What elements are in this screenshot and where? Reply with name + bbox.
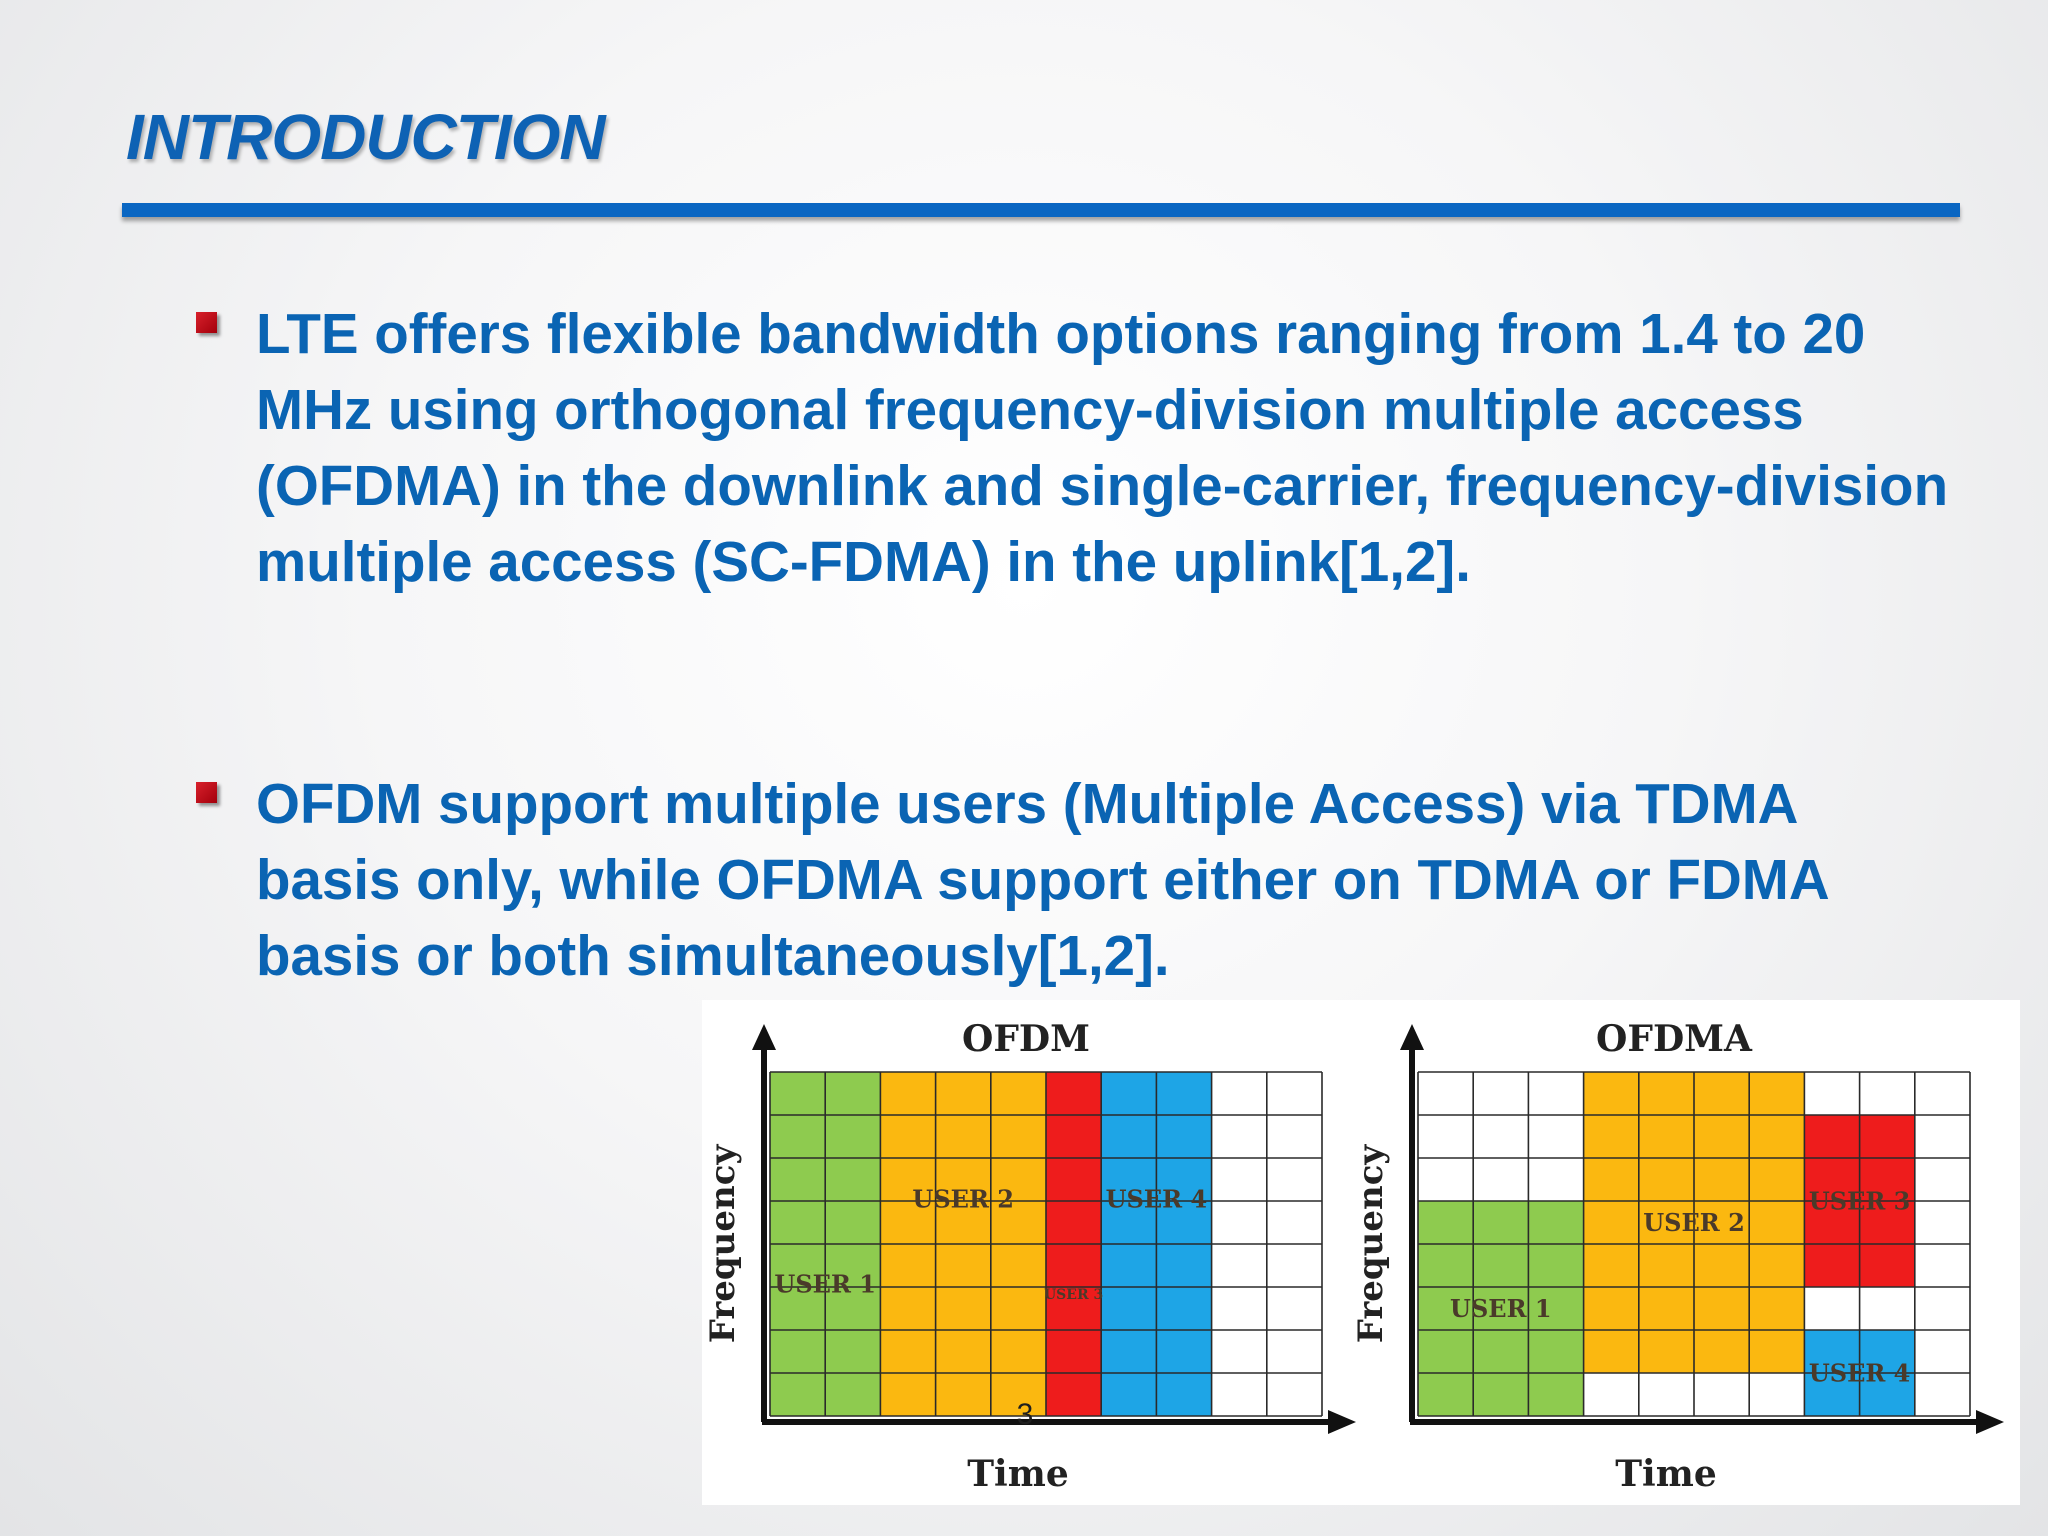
ofdma-user-1-label: USER 1 (1450, 1294, 1552, 1323)
title-underline (122, 203, 1960, 217)
bullet-text: LTE offers flexible bandwidth options ra… (256, 302, 1949, 593)
ofdm-panel-title: OFDM (962, 1018, 1090, 1060)
ofdm-vs-ofdma-figure: USER 1 USER 2 USER 3 USER 4 OFDM Time Frequenc… (702, 1000, 2020, 1505)
ofdm-user-1-label: USER 1 (774, 1269, 876, 1298)
ofdm-user-4-label: USER 4 (1106, 1184, 1208, 1213)
ofdm-y-axis-label: Frequency (703, 1144, 743, 1344)
page-number: 3 (1016, 1398, 1034, 1431)
square-bullet-icon (196, 312, 217, 333)
ofdma-user-1-block (1418, 1201, 1584, 1416)
ofdma-x-axis-arrow (1976, 1410, 2004, 1434)
bullet-text: OFDM support multiple users (Multiple Ac… (256, 772, 1828, 987)
ofdma-user-3-label: USER 3 (1809, 1186, 1911, 1215)
ofdma-user-4-label: USER 4 (1809, 1358, 1911, 1387)
ofdm-user-3-label: USER 3 (1044, 1287, 1103, 1303)
ofdm-x-axis-arrow (1328, 1410, 1356, 1434)
ofdma-y-axis-arrow (1400, 1024, 1424, 1050)
figure-svg: USER 1 USER 2 USER 3 USER 4 OFDM Time Frequenc… (703, 1018, 2004, 1495)
bullet-item: OFDM support multiple users (Multiple Ac… (196, 766, 1956, 994)
bullet-item: LTE offers flexible bandwidth options ra… (196, 296, 1956, 600)
ofdma-user-2-label: USER 2 (1643, 1208, 1745, 1237)
square-bullet-icon (196, 782, 217, 803)
ofdma-x-axis-label: Time (1615, 1453, 1716, 1495)
slide-title: INTRODUCTION (126, 101, 606, 173)
ofdm-x-axis-label: Time (967, 1453, 1068, 1495)
ofdma-y-axis-label: Frequency (1351, 1144, 1391, 1344)
ofdma-panel-title: OFDMA (1596, 1018, 1753, 1060)
ofdm-y-axis-arrow (752, 1024, 776, 1050)
ofdm-user-2-label: USER 2 (912, 1184, 1014, 1213)
